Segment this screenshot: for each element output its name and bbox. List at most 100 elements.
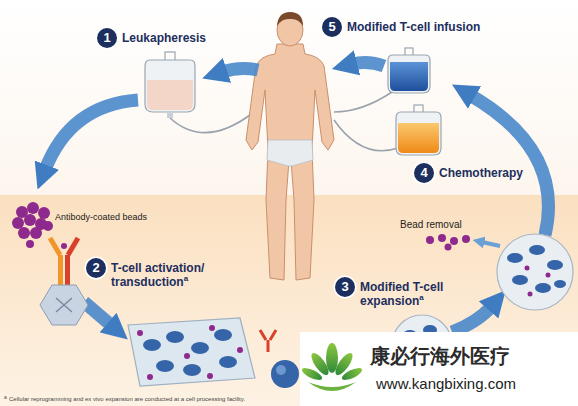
culture-flask-part-part (237, 347, 243, 353)
antibody-symbol (50, 238, 78, 285)
t-cell-hexagon-part (56, 298, 72, 312)
antibody-symbol-part (65, 255, 70, 285)
culture-flask-part-part (191, 342, 209, 354)
expansion-dish-part-part (528, 292, 533, 297)
removed-beads-part (462, 235, 470, 243)
bead-removal-arrow (482, 242, 500, 246)
removed-beads-part (450, 237, 458, 245)
footnote: Cellular reprogramming and ex vivo expan… (9, 396, 245, 403)
antibody-coated-beads-part (30, 227, 42, 239)
watermark-url: www.kangbixing.com (376, 375, 516, 393)
watermark-panel-part (300, 332, 578, 406)
step-label-block: Modified T-cell expansiona (360, 277, 460, 308)
step-label: Leukapheresis (122, 31, 206, 45)
antibody-symbol-part (68, 238, 78, 255)
t-cell-hexagon (40, 285, 88, 325)
antibody-coated-beads-part (38, 207, 50, 219)
step-label-block: Modified T-cell infusion (347, 17, 480, 34)
culture-flask-part-part (214, 329, 232, 341)
culture-flask-part-part (143, 339, 161, 351)
step-label: Modified T-cell infusion (347, 20, 480, 34)
removed-beads (426, 234, 470, 251)
antibody-symbol-part (58, 255, 63, 285)
chemotherapy-bag-part (396, 112, 441, 155)
modified-t-cell (260, 330, 299, 388)
t-cell-bag (388, 48, 430, 93)
expansion-dish-part-part (546, 273, 551, 278)
modified-t-cell-part (276, 365, 286, 375)
process-arrows-part (222, 68, 258, 72)
patient-figure (246, 12, 334, 280)
watermark-panel-part-part (340, 366, 363, 383)
expansion-dish-part-part (529, 245, 545, 255)
watermark-panel-part-part (308, 382, 356, 391)
watermark-name: 康必行海外医疗 (370, 344, 510, 368)
leukapheresis-bag-part (145, 60, 195, 112)
culture-flask-part-part (183, 364, 201, 376)
culture-flask-part (143, 329, 237, 376)
expansion-dish-part (525, 266, 551, 297)
step-node: 5Modified T-cell infusion (322, 17, 480, 37)
leukapheresis-bag-part (147, 80, 193, 110)
removed-beads-part (445, 244, 452, 251)
footnote-mark: a (4, 394, 7, 400)
antibody-symbol-part (50, 238, 60, 255)
modified-t-cell-part (271, 360, 299, 388)
t-cell-hexagon-part (40, 285, 88, 325)
removed-beads-part (438, 234, 446, 242)
expansion-dish-part-part (507, 253, 523, 263)
culture-flask-part-part (209, 325, 215, 331)
culture-flask-part-part (219, 356, 237, 368)
step-number: 4 (414, 163, 434, 183)
process-arrows-part (470, 95, 548, 235)
step-label: Modified T-cell expansion (360, 280, 443, 308)
step-label-block: T-cell activation/ transductiona (111, 258, 229, 289)
watermark-panel-part (300, 343, 363, 391)
antibody-coated-beads-part (27, 202, 39, 214)
step-number: 2 (86, 258, 106, 278)
iv-tubes-part (334, 120, 398, 151)
antibody-coated-beads (12, 202, 53, 248)
culture-flask-part-part (166, 331, 184, 343)
patient-figure-part (267, 140, 313, 166)
step-number: 1 (97, 28, 117, 48)
expansion-dish-part-part (525, 266, 530, 271)
chemotherapy-bag (396, 105, 441, 155)
culture-flask-part-part (207, 373, 213, 379)
t-cell-bag-part (388, 55, 430, 93)
background-part (0, 195, 578, 406)
expansion-dish-part (497, 234, 573, 310)
watermark-panel-part-part (300, 366, 323, 383)
expansion-dish-part-part (554, 280, 566, 288)
antibody-coated-beads-part (12, 217, 24, 229)
step-label: T-cell activation/ transduction (111, 261, 204, 289)
bead-removal-arrow-part (482, 242, 500, 246)
culture-flask-part-part (184, 353, 190, 359)
antibody-symbol-part (61, 243, 67, 249)
culture-flask-part-part (156, 360, 174, 372)
culture-flask (128, 318, 255, 386)
iv-tubes-part (170, 112, 254, 133)
culture-flask-part (137, 325, 243, 380)
modified-t-cell-part (260, 330, 276, 352)
culture-flask-part-part (137, 330, 143, 336)
footnote-mark: a (184, 274, 188, 283)
chemotherapy-bag-part (398, 123, 439, 153)
process-arrows (45, 62, 548, 332)
culture-flask-part-part (147, 374, 153, 380)
watermark-panel (300, 332, 578, 406)
step-node: 1 Leukapheresis (97, 28, 206, 48)
expansion-dish-part-part (512, 275, 528, 285)
footnote-mark: a (419, 293, 423, 302)
bead-label: Antibody-coated beads (55, 212, 147, 223)
antibody-coated-beads-part (26, 240, 34, 248)
expansion-dish-part-part (547, 260, 563, 270)
leukapheresis-bag-part (167, 112, 173, 118)
process-arrows-part (45, 100, 138, 170)
step-label-block: Leukapheresis (122, 28, 206, 45)
antibody-coated-beads-part (24, 214, 36, 226)
t-cell-bag-part (390, 62, 428, 91)
patient-figure-part (246, 44, 334, 280)
antibody-coated-beads-part (18, 227, 30, 239)
